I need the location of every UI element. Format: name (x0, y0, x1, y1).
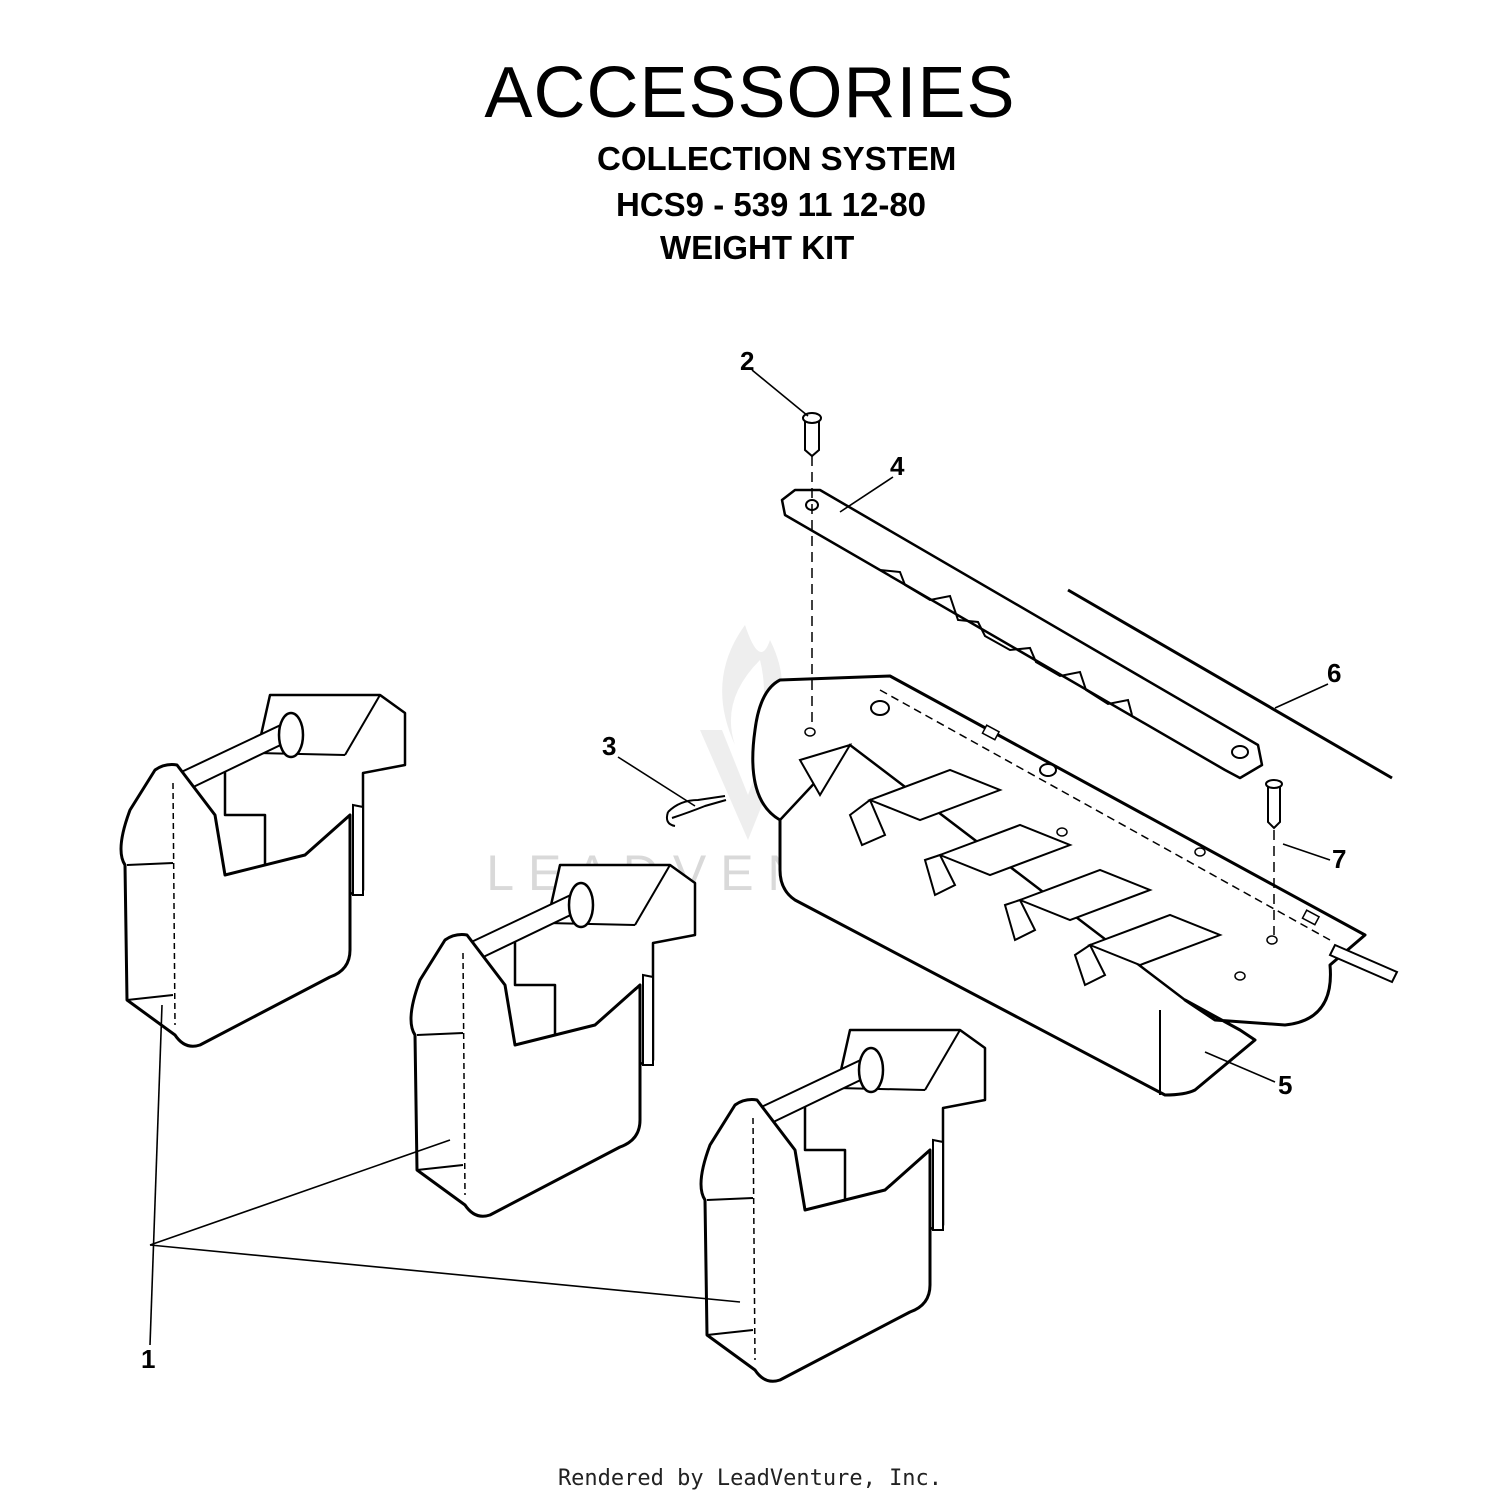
callout-3: 3 (602, 731, 616, 761)
hex-bolt (1265, 779, 1283, 935)
weight-bracket-tray (751, 674, 1367, 1097)
weight-block-3 (699, 1028, 987, 1383)
subtitle-weight-kit: WEIGHT KIT (660, 229, 855, 266)
leader-lines (149, 369, 1331, 1346)
callout-5: 5 (1278, 1070, 1292, 1100)
hairpin-clip (665, 795, 727, 827)
weight-block-2 (409, 863, 697, 1218)
hitch-rod (1067, 588, 1399, 984)
footer-credit: Rendered by LeadVenture, Inc. (557, 1466, 943, 1491)
callout-1: 1 (141, 1344, 155, 1374)
callout-7: 7 (1332, 844, 1346, 874)
callout-4: 4 (890, 451, 905, 481)
weight-block-1 (119, 693, 407, 1048)
subtitle-collection-system: COLLECTION SYSTEM (597, 140, 957, 177)
page-title: ACCESSORIES (484, 53, 1016, 133)
subtitle-model-number: HCS9 - 539 11 12-80 (616, 186, 927, 223)
callout-2: 2 (740, 346, 754, 376)
callout-6: 6 (1327, 658, 1341, 688)
